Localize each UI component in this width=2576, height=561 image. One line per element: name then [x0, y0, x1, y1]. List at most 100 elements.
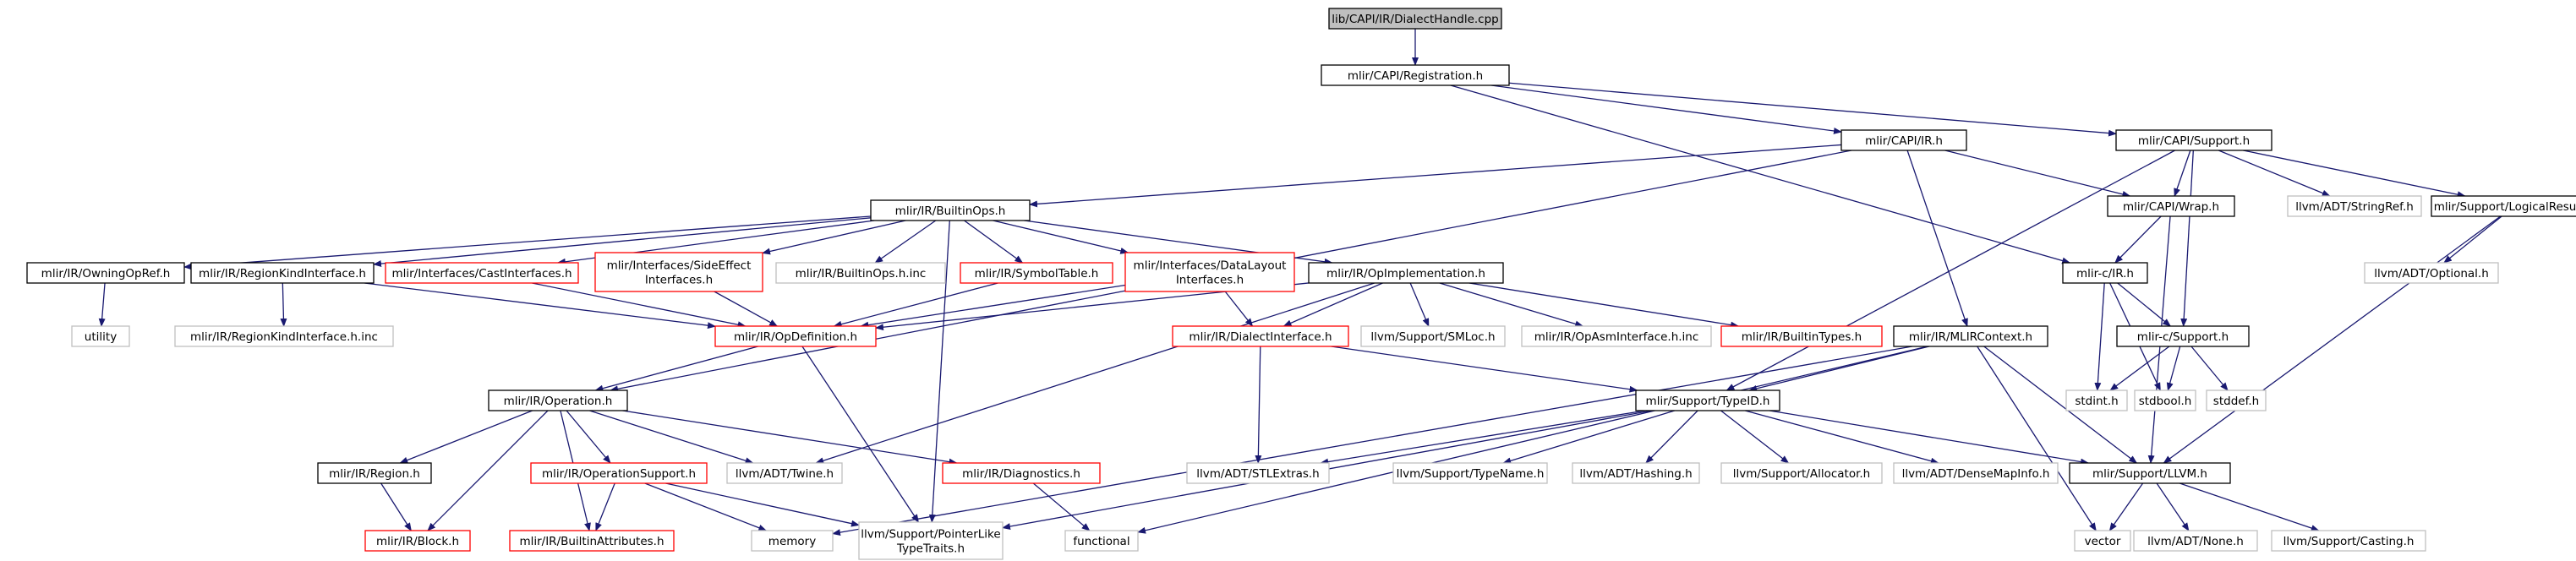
- node-label: llvm/Support/Casting.h: [2283, 535, 2415, 548]
- node-box: [1186, 462, 1330, 484]
- edge-opimpl-to-twine: [815, 282, 1375, 465]
- node-builtinops[interactable]: mlir/IR/BuiltinOps.h: [870, 199, 1031, 221]
- edge-registration-to-capi_ir: [1490, 84, 1842, 134]
- node-capi_support[interactable]: mlir/CAPI/Support.h: [2115, 129, 2272, 151]
- node-box: [385, 262, 579, 284]
- edge-operationsupport-to-builtinattributes: [595, 482, 615, 531]
- node-owningopref[interactable]: mlir/IR/OwningOpRef.h: [26, 262, 185, 284]
- edge-symboltable-to-opdefinition: [833, 282, 998, 328]
- node-box: [1360, 325, 1506, 347]
- edge-region-to-block: [380, 482, 412, 531]
- node-box: [2107, 195, 2235, 217]
- edge-support_llvm-to-none: [2156, 482, 2190, 531]
- node-regionkind[interactable]: mlir/IR/RegionKindInterface.h: [190, 262, 375, 284]
- node-label: stddef.h: [2213, 395, 2259, 408]
- node-label: Interfaces.h: [1176, 274, 1244, 287]
- node-mlirc_ir[interactable]: mlir-c/IR.h: [2062, 262, 2148, 284]
- edge-mlirc_ir-to-stdint: [2094, 282, 2105, 391]
- node-optional: llvm/ADT/Optional.h: [2364, 262, 2499, 284]
- node-label: mlir/IR/Operation.h: [504, 395, 613, 408]
- node-label: mlir/IR/BuiltinTypes.h: [1742, 330, 1862, 344]
- node-box: [1720, 462, 1883, 484]
- edge-mlirc_support-to-stdint: [2109, 346, 2170, 391]
- edge-mlircontext-to-functional: [1137, 346, 1928, 534]
- node-box: [2065, 389, 2128, 411]
- node-block[interactable]: mlir/IR/Block.h: [364, 530, 471, 552]
- edge-capi_ir-to-capi_wrap: [1944, 150, 2131, 198]
- node-none: llvm/ADT/None.h: [2133, 530, 2258, 552]
- node-label: llvm/ADT/STLExtras.h: [1196, 467, 1319, 481]
- edge-opimpl-to-dialectinterface: [1283, 282, 1383, 327]
- node-label: llvm/ADT/None.h: [2147, 535, 2244, 548]
- node-stdbool: stdbool.h: [2134, 389, 2196, 411]
- edge-capi_wrap-to-mlirc_ir: [2114, 215, 2162, 264]
- node-utility: utility: [71, 325, 130, 347]
- node-densemapinfo: llvm/ADT/DenseMapInfo.h: [1893, 462, 2059, 484]
- node-box: [174, 325, 394, 347]
- node-registration[interactable]: mlir/CAPI/Registration.h: [1321, 64, 1510, 86]
- node-box: [1328, 8, 1502, 30]
- node-box: [2431, 195, 2576, 217]
- node-regionkind_inc: mlir/IR/RegionKindInterface.h.inc: [174, 325, 394, 347]
- node-typename: llvm/Support/TypeName.h: [1392, 462, 1548, 484]
- edge-typeid-to-typename: [1502, 410, 1675, 465]
- node-label: mlir/CAPI/IR.h: [1865, 134, 1943, 148]
- node-logicalresult[interactable]: mlir/Support/LogicalResult.h: [2431, 195, 2576, 217]
- node-box: [2115, 129, 2272, 151]
- node-box: [317, 462, 432, 484]
- node-box: [26, 262, 185, 284]
- edge-datalayout-to-opdefinition: [860, 284, 1126, 329]
- node-opasminterface: mlir/IR/OpAsmInterface.h.inc: [1521, 325, 1712, 347]
- edge-mlircontext-to-support_llvm: [1983, 346, 2138, 464]
- node-capi_ir[interactable]: mlir/CAPI/IR.h: [1840, 129, 1967, 151]
- node-typeid[interactable]: mlir/Support/TypeID.h: [1635, 389, 1780, 411]
- node-label: utility: [85, 330, 117, 344]
- node-label: mlir/IR/OpAsmInterface.h.inc: [1534, 330, 1699, 344]
- node-label: mlir/IR/OwningOpRef.h: [41, 267, 171, 280]
- node-root[interactable]: lib/CAPI/IR/DialectHandle.cpp: [1328, 8, 1502, 30]
- node-label: mlir/IR/OpDefinition.h: [734, 330, 857, 344]
- node-box: [2116, 325, 2250, 347]
- node-builtintypes[interactable]: mlir/IR/BuiltinTypes.h: [1720, 325, 1883, 347]
- node-box: [714, 325, 877, 347]
- node-region[interactable]: mlir/IR/Region.h: [317, 462, 432, 484]
- node-opdefinition[interactable]: mlir/IR/OpDefinition.h: [714, 325, 877, 347]
- node-castinterfaces[interactable]: mlir/Interfaces/CastInterfaces.h: [385, 262, 579, 284]
- node-label: mlir/IR/Diagnostics.h: [962, 467, 1080, 481]
- node-box: [2134, 389, 2196, 411]
- node-builtinattributes[interactable]: mlir/IR/BuiltinAttributes.h: [509, 530, 675, 552]
- node-label: memory: [768, 535, 816, 548]
- edge-opdefinition-to-operation: [594, 346, 758, 392]
- node-box: [858, 521, 1004, 560]
- node-diagnostics[interactable]: mlir/IR/Diagnostics.h: [942, 462, 1101, 484]
- node-casting: llvm/Support/Casting.h: [2271, 530, 2426, 552]
- node-label: mlir/CAPI/Support.h: [2138, 134, 2250, 148]
- node-label: mlir-c/Support.h: [2137, 330, 2229, 344]
- node-support_llvm[interactable]: mlir/Support/LLVM.h: [2069, 462, 2231, 484]
- edge-mlircontext-to-typeid: [1748, 346, 1930, 392]
- node-stringref: llvm/ADT/StringRef.h: [2287, 195, 2422, 217]
- node-label: mlir/IR/BuiltinOps.h: [895, 204, 1006, 218]
- edge-opimpl-to-opasminterface: [1439, 282, 1584, 328]
- node-label: TypeTraits.h: [896, 542, 965, 556]
- node-operation[interactable]: mlir/IR/Operation.h: [488, 389, 628, 411]
- node-label: vector: [2085, 535, 2121, 548]
- node-mlirc_support[interactable]: mlir-c/Support.h: [2116, 325, 2250, 347]
- node-capi_wrap[interactable]: mlir/CAPI/Wrap.h: [2107, 195, 2235, 217]
- node-label: llvm/ADT/Twine.h: [736, 467, 834, 481]
- node-label: llvm/ADT/StringRef.h: [2295, 200, 2414, 214]
- edge-builtinops-to-datalayout: [993, 220, 1129, 254]
- node-operationsupport[interactable]: mlir/IR/OperationSupport.h: [530, 462, 708, 484]
- edge-operation-to-diagnostics: [622, 410, 958, 466]
- edge-regionkind-to-opdefinition: [364, 282, 716, 330]
- edge-opdefinition-to-pointerlike: [801, 346, 920, 523]
- node-symboltable[interactable]: mlir/IR/SymbolTable.h: [960, 262, 1113, 284]
- node-mlircontext[interactable]: mlir/IR/MLIRContext.h: [1893, 325, 2048, 347]
- edge-mlircontext-to-memory: [832, 346, 1912, 536]
- edge-castinterfaces-to-opdefinition: [532, 282, 747, 329]
- node-opimpl[interactable]: mlir/IR/OpImplementation.h: [1308, 262, 1504, 284]
- edge-capi_ir-to-mlircontext: [1906, 150, 1968, 327]
- node-dialectinterface[interactable]: mlir/IR/DialectInterface.h: [1172, 325, 1349, 347]
